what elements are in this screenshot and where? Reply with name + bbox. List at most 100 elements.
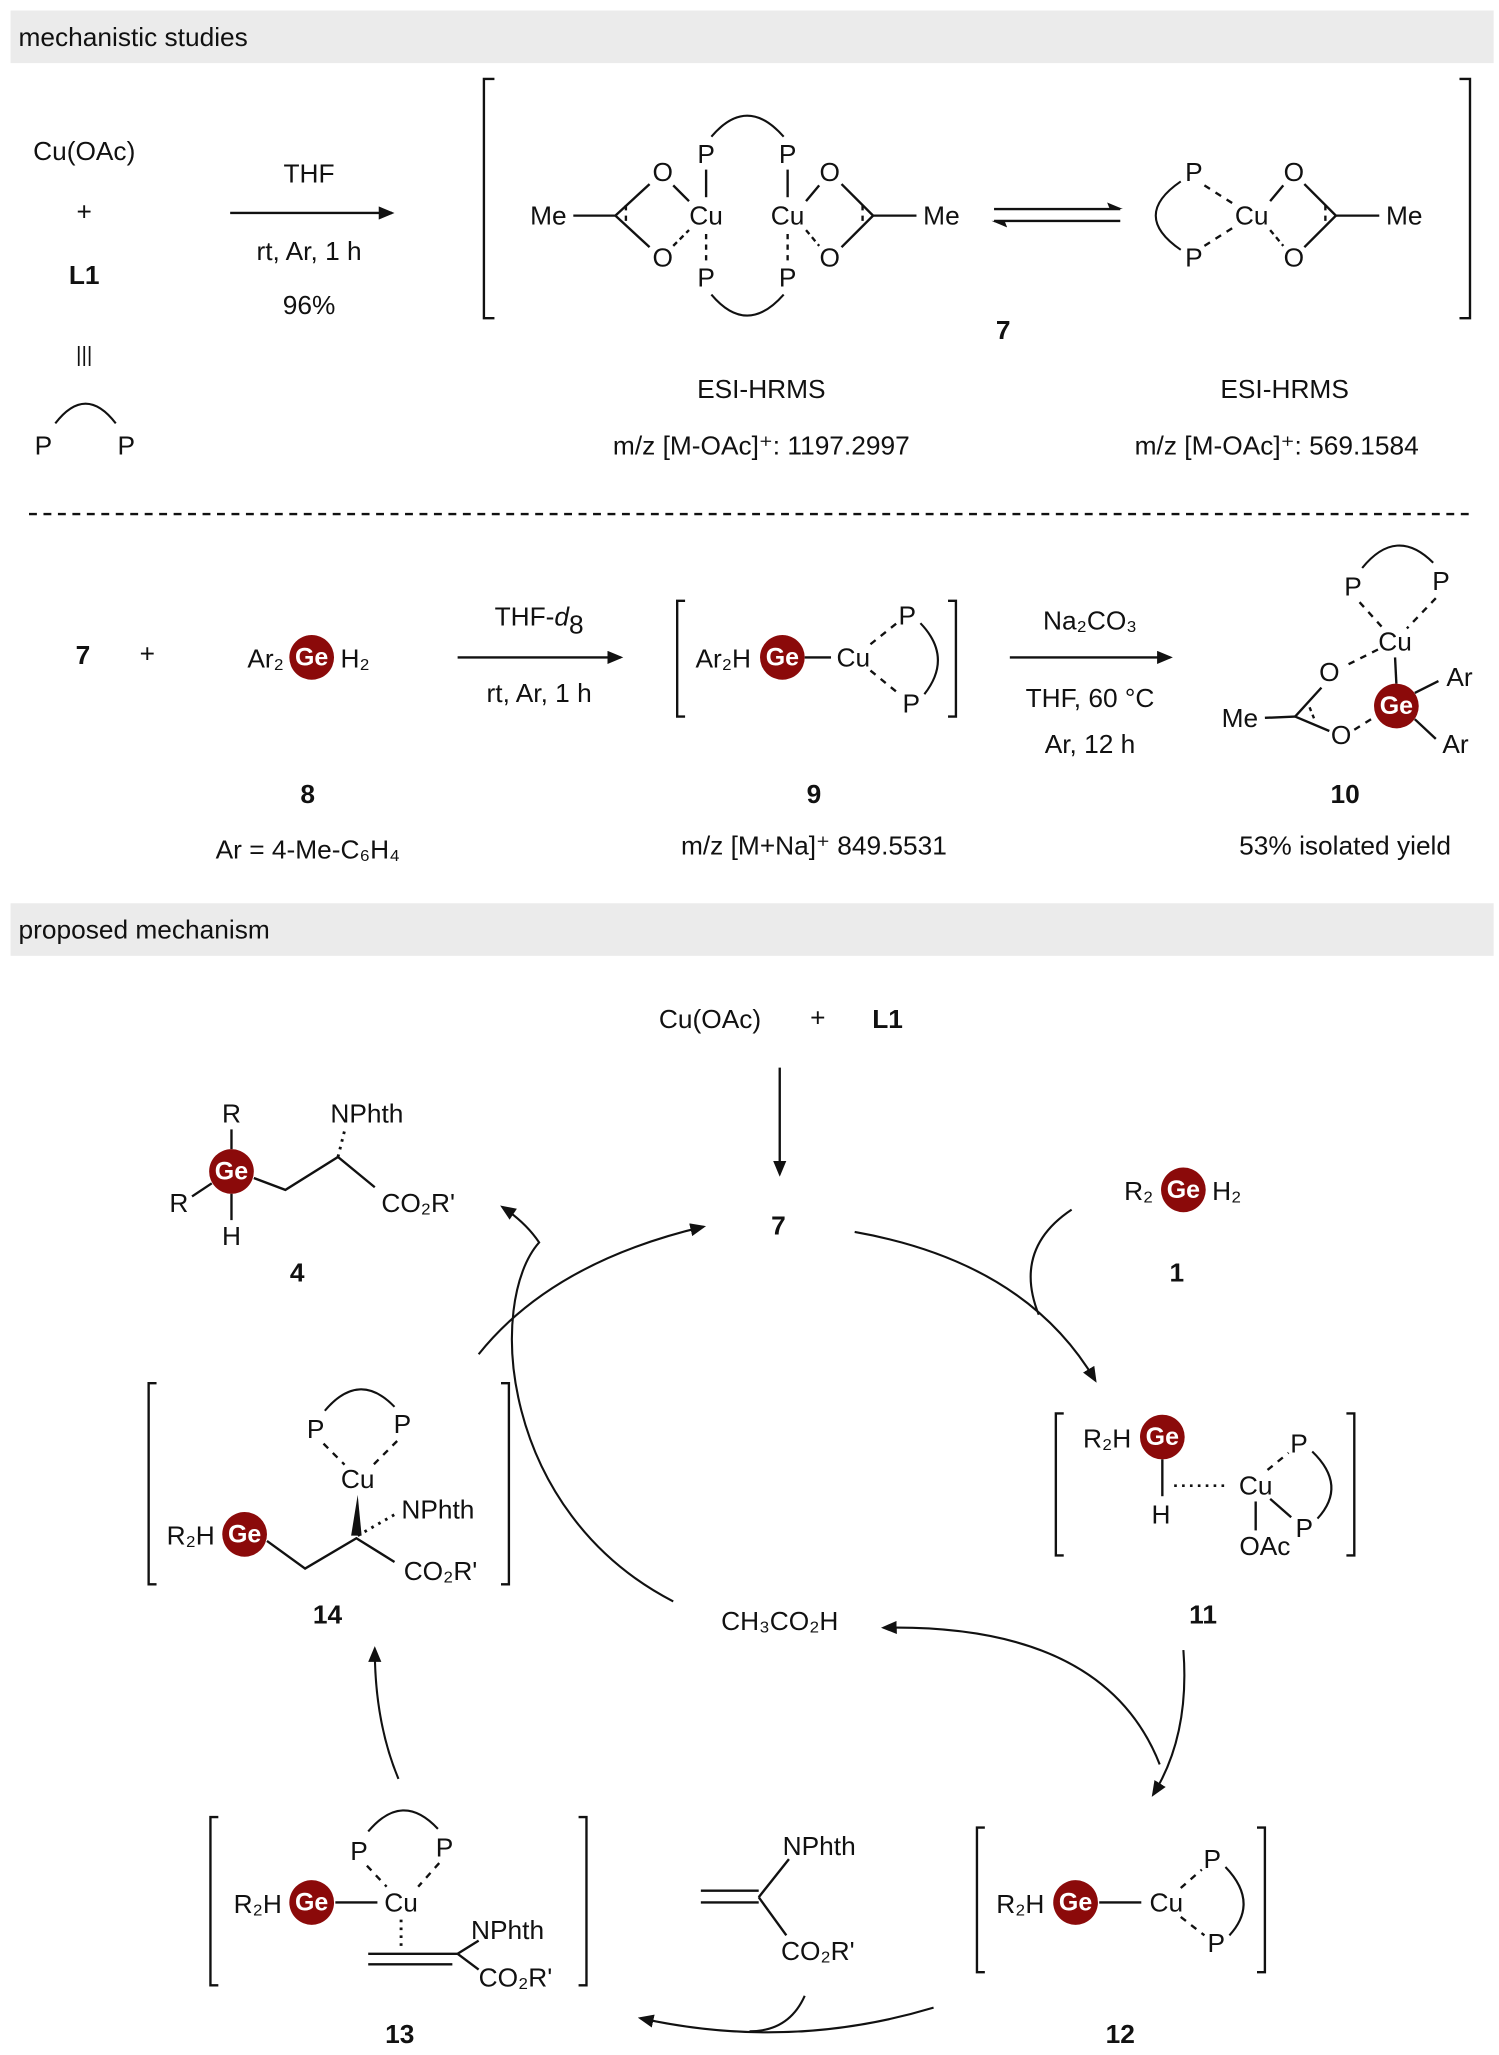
bracket-9-right [948,599,958,718]
r-group: R [222,1099,241,1129]
copper: Cu [771,201,805,231]
nphth: NPhth [471,1915,544,1945]
methyl: Me [1222,703,1259,733]
nphth: NPhth [330,1099,403,1129]
aryl: Ar [1446,662,1473,692]
yield-1: 96% [283,290,336,320]
copper: Cu [384,1887,418,1917]
bracket-13-left [209,1815,219,1987]
bracket-12-left [975,1826,985,1974]
copper: Cu [1239,1471,1273,1501]
oxygen: O [1284,157,1304,187]
phosphorus: P [1296,1513,1314,1543]
arrow-substrate-entry [749,1995,806,2033]
compound-1-label: 1 [1169,1258,1184,1288]
bracket-11-left [1054,1412,1064,1557]
aryl-definition: Ar = 4-Me-C₆H₄ [216,834,400,864]
copper: Cu [341,1464,375,1494]
compound-10-label: 10 [1330,779,1359,809]
compound-4-label: 4 [290,1258,305,1288]
germanium: Ge [1380,692,1413,720]
ester: CO₂R' [381,1188,455,1218]
arrow-13-to-14 [368,1646,400,1780]
arrow-1-entry [1029,1208,1073,1316]
dehydroalanine-substrate: NPhth CO₂R' [700,1831,856,1966]
compound-8: Ar₂ Ge H₂ [247,635,370,680]
hrms-value-9: m/z [M+Na]⁺ 849.5531 [681,830,947,860]
bracket-left [482,77,495,320]
arrow-7-to-11 [854,1230,1097,1383]
nphth: NPhth [401,1494,474,1524]
oxygen: O [652,243,672,273]
ester: CO₂R' [479,1962,553,1992]
aryl2: Ar₂ [247,644,283,674]
germanium: Ge [228,1520,261,1548]
conditions-3a: THF, 60 °C [1026,683,1155,713]
hrms-value-monomer: m/z [M-OAc]⁺: 569.1584 [1135,431,1419,461]
phosphorus: P [899,600,917,630]
copper: Cu [1378,627,1412,657]
ar2h: Ar₂H [695,644,750,674]
yield-10: 53% isolated yield [1239,830,1451,860]
plus-sign: + [77,197,92,227]
hydrogen2: H₂ [340,644,369,674]
phosphorus: P [697,139,715,169]
solvent-thf-d8: THF-d8 [495,602,584,640]
compound-12-label: 12 [1106,2019,1135,2049]
ligand-p-left: P [35,431,53,461]
ligand-backbone [54,402,117,424]
conditions-3b: Ar, 12 h [1045,729,1136,759]
hrms-label-monomer: ESI-HRMS [1220,374,1348,404]
oxygen: O [1319,657,1339,687]
ester: CO₂R' [781,1936,855,1966]
compound-10: P P Cu O Ge Ar Ar O Me [1222,544,1473,759]
nphth: NPhth [783,1831,856,1861]
phosphorus: P [779,262,797,292]
compound-14-label: 14 [313,1600,343,1630]
arrow-acid-release [880,1620,1161,1765]
phosphorus: P [1185,243,1203,273]
plus-sign-2: + [140,638,155,668]
bracket-14-left [147,1381,157,1586]
hydrogen: H [1152,1500,1171,1530]
hrms-value-dimer: m/z [M-OAc]⁺: 1197.2997 [613,431,910,461]
bracket-12-right [1257,1826,1267,1974]
aryl: Ar [1442,729,1469,759]
germanium: Ge [766,643,799,671]
wedge-bond [351,1494,362,1536]
reagent-na2co3: Na₂CO₃ [1043,606,1137,636]
phosphorus: P [697,262,715,292]
methyl: Me [1386,201,1423,231]
r2h: R₂H [1083,1423,1131,1453]
dimer-structure: Me O O Cu P P Cu P P O O Me [530,114,960,317]
phosphorus: P [394,1409,412,1439]
section-title-studies: mechanistic studies [18,22,247,52]
r2h: R₂H [167,1521,215,1551]
section-header-bg [10,10,1494,64]
bracket-14-right [501,1381,511,1586]
hydrogen: H [222,1221,241,1251]
ligand-label: L1 [69,260,100,290]
hrms-label-dimer: ESI-HRMS [697,374,826,404]
germanium: Ge [295,1888,328,1916]
phosphorus: P [1185,157,1203,187]
intermediate-13: P P R₂H Ge Cu NPhth CO₂R' [234,1809,553,1992]
germanium: Ge [1146,1423,1179,1451]
r2h: R₂H [996,1889,1044,1919]
oxygen: O [819,243,839,273]
conditions-1: rt, Ar, 1 h [256,236,361,266]
germanium: Ge [1167,1176,1200,1204]
arrow-acid-to-4 [500,1205,674,1603]
copper: Cu [689,201,723,231]
germane-1: R₂ Ge H₂ [1124,1167,1241,1213]
bracket-13-right [578,1815,588,1987]
phosphorus: P [1290,1429,1308,1459]
monomer-structure: P P Cu O O Me [1154,157,1423,273]
acetic-acid: CH₃CO₂H [721,1606,838,1636]
r-group: R [169,1188,188,1218]
phosphorus: P [1207,1928,1225,1958]
arrow-12-to-13 [637,2006,934,2034]
ligand-p-right: P [118,431,136,461]
catalyst-7-label: 7 [771,1210,786,1240]
